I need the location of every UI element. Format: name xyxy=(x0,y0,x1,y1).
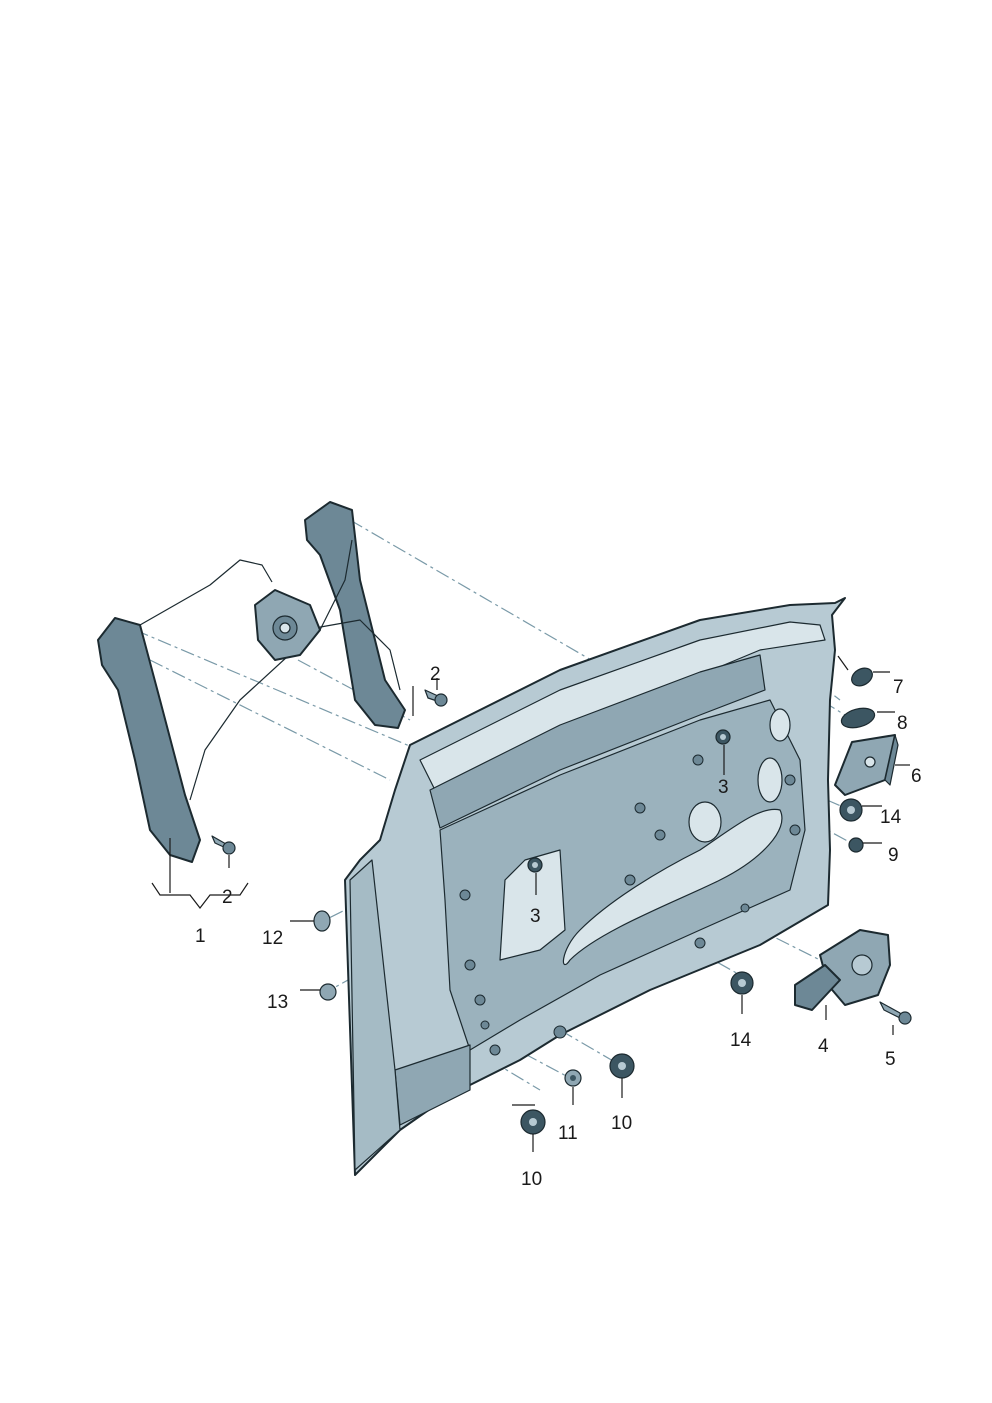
bolt-icon xyxy=(424,689,448,707)
leader-lines xyxy=(151,655,910,1152)
plug-icon xyxy=(840,707,876,729)
callout-11: 11 xyxy=(558,1123,578,1144)
callout-2-upper: 2 xyxy=(430,664,441,685)
callout-12: 12 xyxy=(262,928,283,949)
nut-icon xyxy=(715,729,731,745)
door-inner-panel xyxy=(344,597,846,1176)
callout-9: 9 xyxy=(888,845,899,866)
callout-13: 13 xyxy=(267,992,288,1013)
callout-14-center: 14 xyxy=(730,1030,752,1051)
callout-1: 1 xyxy=(195,926,206,947)
callout-6: 6 xyxy=(911,766,922,787)
callout-8: 8 xyxy=(897,713,908,734)
callout-3-rear: 3 xyxy=(718,777,729,798)
callout-7: 7 xyxy=(893,677,904,698)
cap-icon xyxy=(848,837,864,853)
window-motor xyxy=(794,929,891,1011)
nut-icon xyxy=(527,857,543,873)
callout-3-front: 3 xyxy=(530,906,541,927)
callout-2-lower: 2 xyxy=(222,887,233,908)
grommet-icon xyxy=(609,1053,635,1079)
callout-14-right: 14 xyxy=(880,807,902,828)
grommet-icon xyxy=(839,798,863,822)
callout-10-upper: 10 xyxy=(611,1113,632,1134)
grommet-icon xyxy=(520,1109,546,1135)
grommet-icon xyxy=(730,971,754,995)
panel-holes xyxy=(459,754,801,1056)
control-unit xyxy=(834,734,899,796)
bolt-icon xyxy=(879,1001,912,1025)
plug-icon xyxy=(851,667,873,687)
bolt-icon xyxy=(211,835,236,855)
callout-labels: 1 2 2 3 3 4 5 6 7 8 9 10 10 11 12 13 14 … xyxy=(195,664,922,1190)
callout-5: 5 xyxy=(885,1049,896,1070)
callout-4: 4 xyxy=(818,1036,829,1057)
grommet-icon xyxy=(564,1069,582,1087)
window-regulator xyxy=(97,501,406,863)
cap-icon xyxy=(313,910,331,932)
cap-icon xyxy=(319,983,337,1001)
callout-10-lower: 10 xyxy=(521,1169,542,1190)
